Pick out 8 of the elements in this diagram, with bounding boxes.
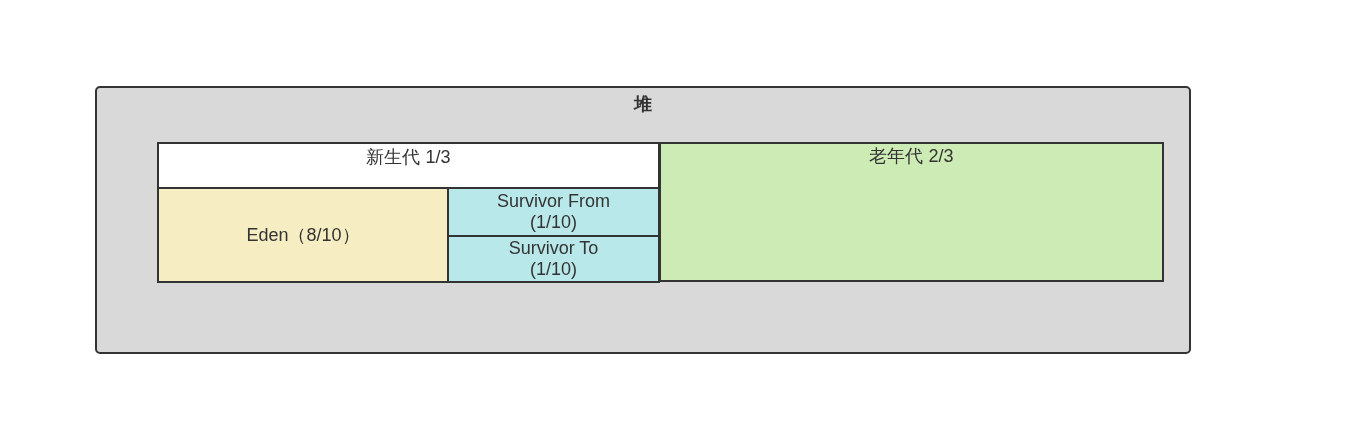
section-heading: 新生代 1/3 [366, 146, 451, 168]
region-box: Eden（8/10） [157, 187, 449, 283]
section-box [157, 142, 660, 283]
heap-container [95, 86, 1191, 354]
region-box: Survivor From (1/10) [447, 187, 660, 237]
region-box: Survivor To (1/10) [447, 235, 660, 283]
region-box: 老年代 2/3 [659, 142, 1164, 282]
heading: 堆 [634, 93, 652, 115]
